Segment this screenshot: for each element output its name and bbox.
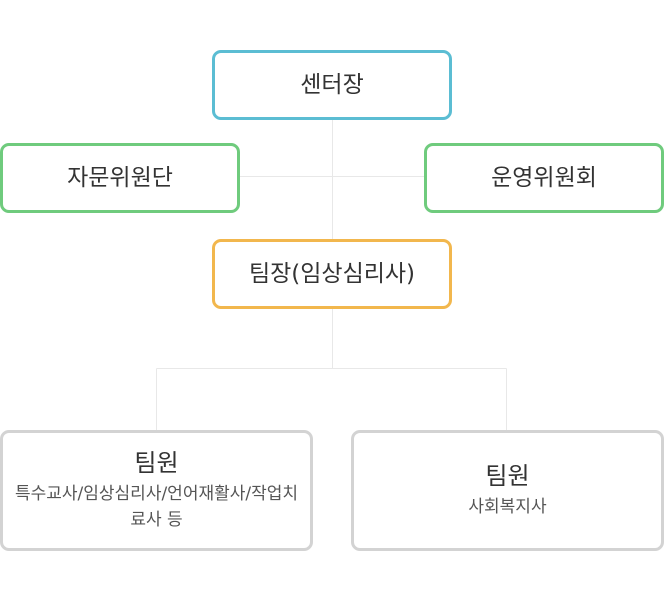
center-head-node: 센터장 bbox=[212, 50, 452, 120]
operating-committee-label: 운영위원회 bbox=[491, 164, 597, 191]
team-member-roles: 사회복지사 bbox=[468, 497, 547, 517]
team-member-title: 팀원 bbox=[485, 462, 530, 490]
team-member-title: 팀원 bbox=[134, 449, 179, 477]
operating-committee-node: 운영위원회 bbox=[424, 143, 664, 213]
team-member-node-right: 팀원 사회복지사 bbox=[351, 430, 664, 551]
team-member-node-left: 팀원 특수교사/임상심리사/언어재활사/작업치료사 등 bbox=[0, 430, 313, 551]
center-head-label: 센터장 bbox=[300, 71, 364, 98]
team-leader-label: 팀장(임상심리사) bbox=[248, 260, 416, 287]
advisory-group-label: 자문위원단 bbox=[67, 164, 173, 191]
team-leader-node: 팀장(임상심리사) bbox=[212, 239, 452, 309]
advisory-group-node: 자문위원단 bbox=[0, 143, 240, 213]
team-member-roles: 특수교사/임상심리사/언어재활사/작업치료사 등 bbox=[14, 484, 299, 530]
